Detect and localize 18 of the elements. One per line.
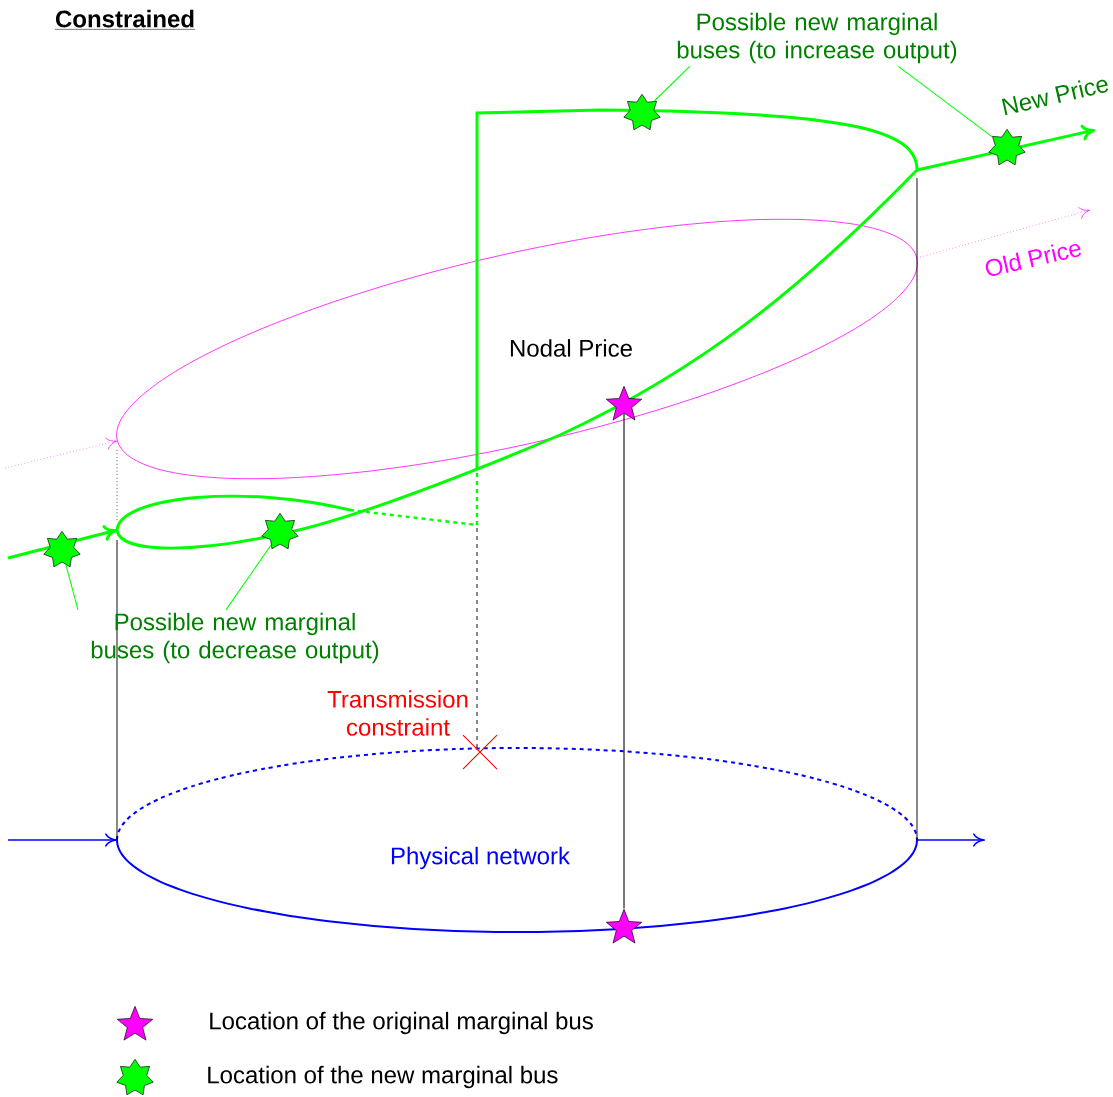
projection-line [623,413,625,909]
leader-text: Possible new marginal buses (to increase output) [677,12,957,64]
star-symbol [605,386,643,421]
legend-text: Location of the new marginal bus [208,1065,558,1089]
star-symbol [43,531,81,568]
star-symbol [605,909,643,944]
leader-text: Possible new marginal buses (to decrease output) [91,612,379,664]
leader-line [897,65,993,138]
title: Constrained [54,9,196,30]
leader-line [653,65,691,102]
star-symbol [988,129,1026,166]
leader-line [65,564,79,611]
star-symbol [623,94,661,131]
constraint-label: Transmission constraint [327,690,468,736]
leader-line [225,544,272,611]
legend-text: Location of the original marginal bus [210,1011,593,1035]
star-symbol [261,513,299,550]
curve-label: Old Price [985,244,1081,276]
